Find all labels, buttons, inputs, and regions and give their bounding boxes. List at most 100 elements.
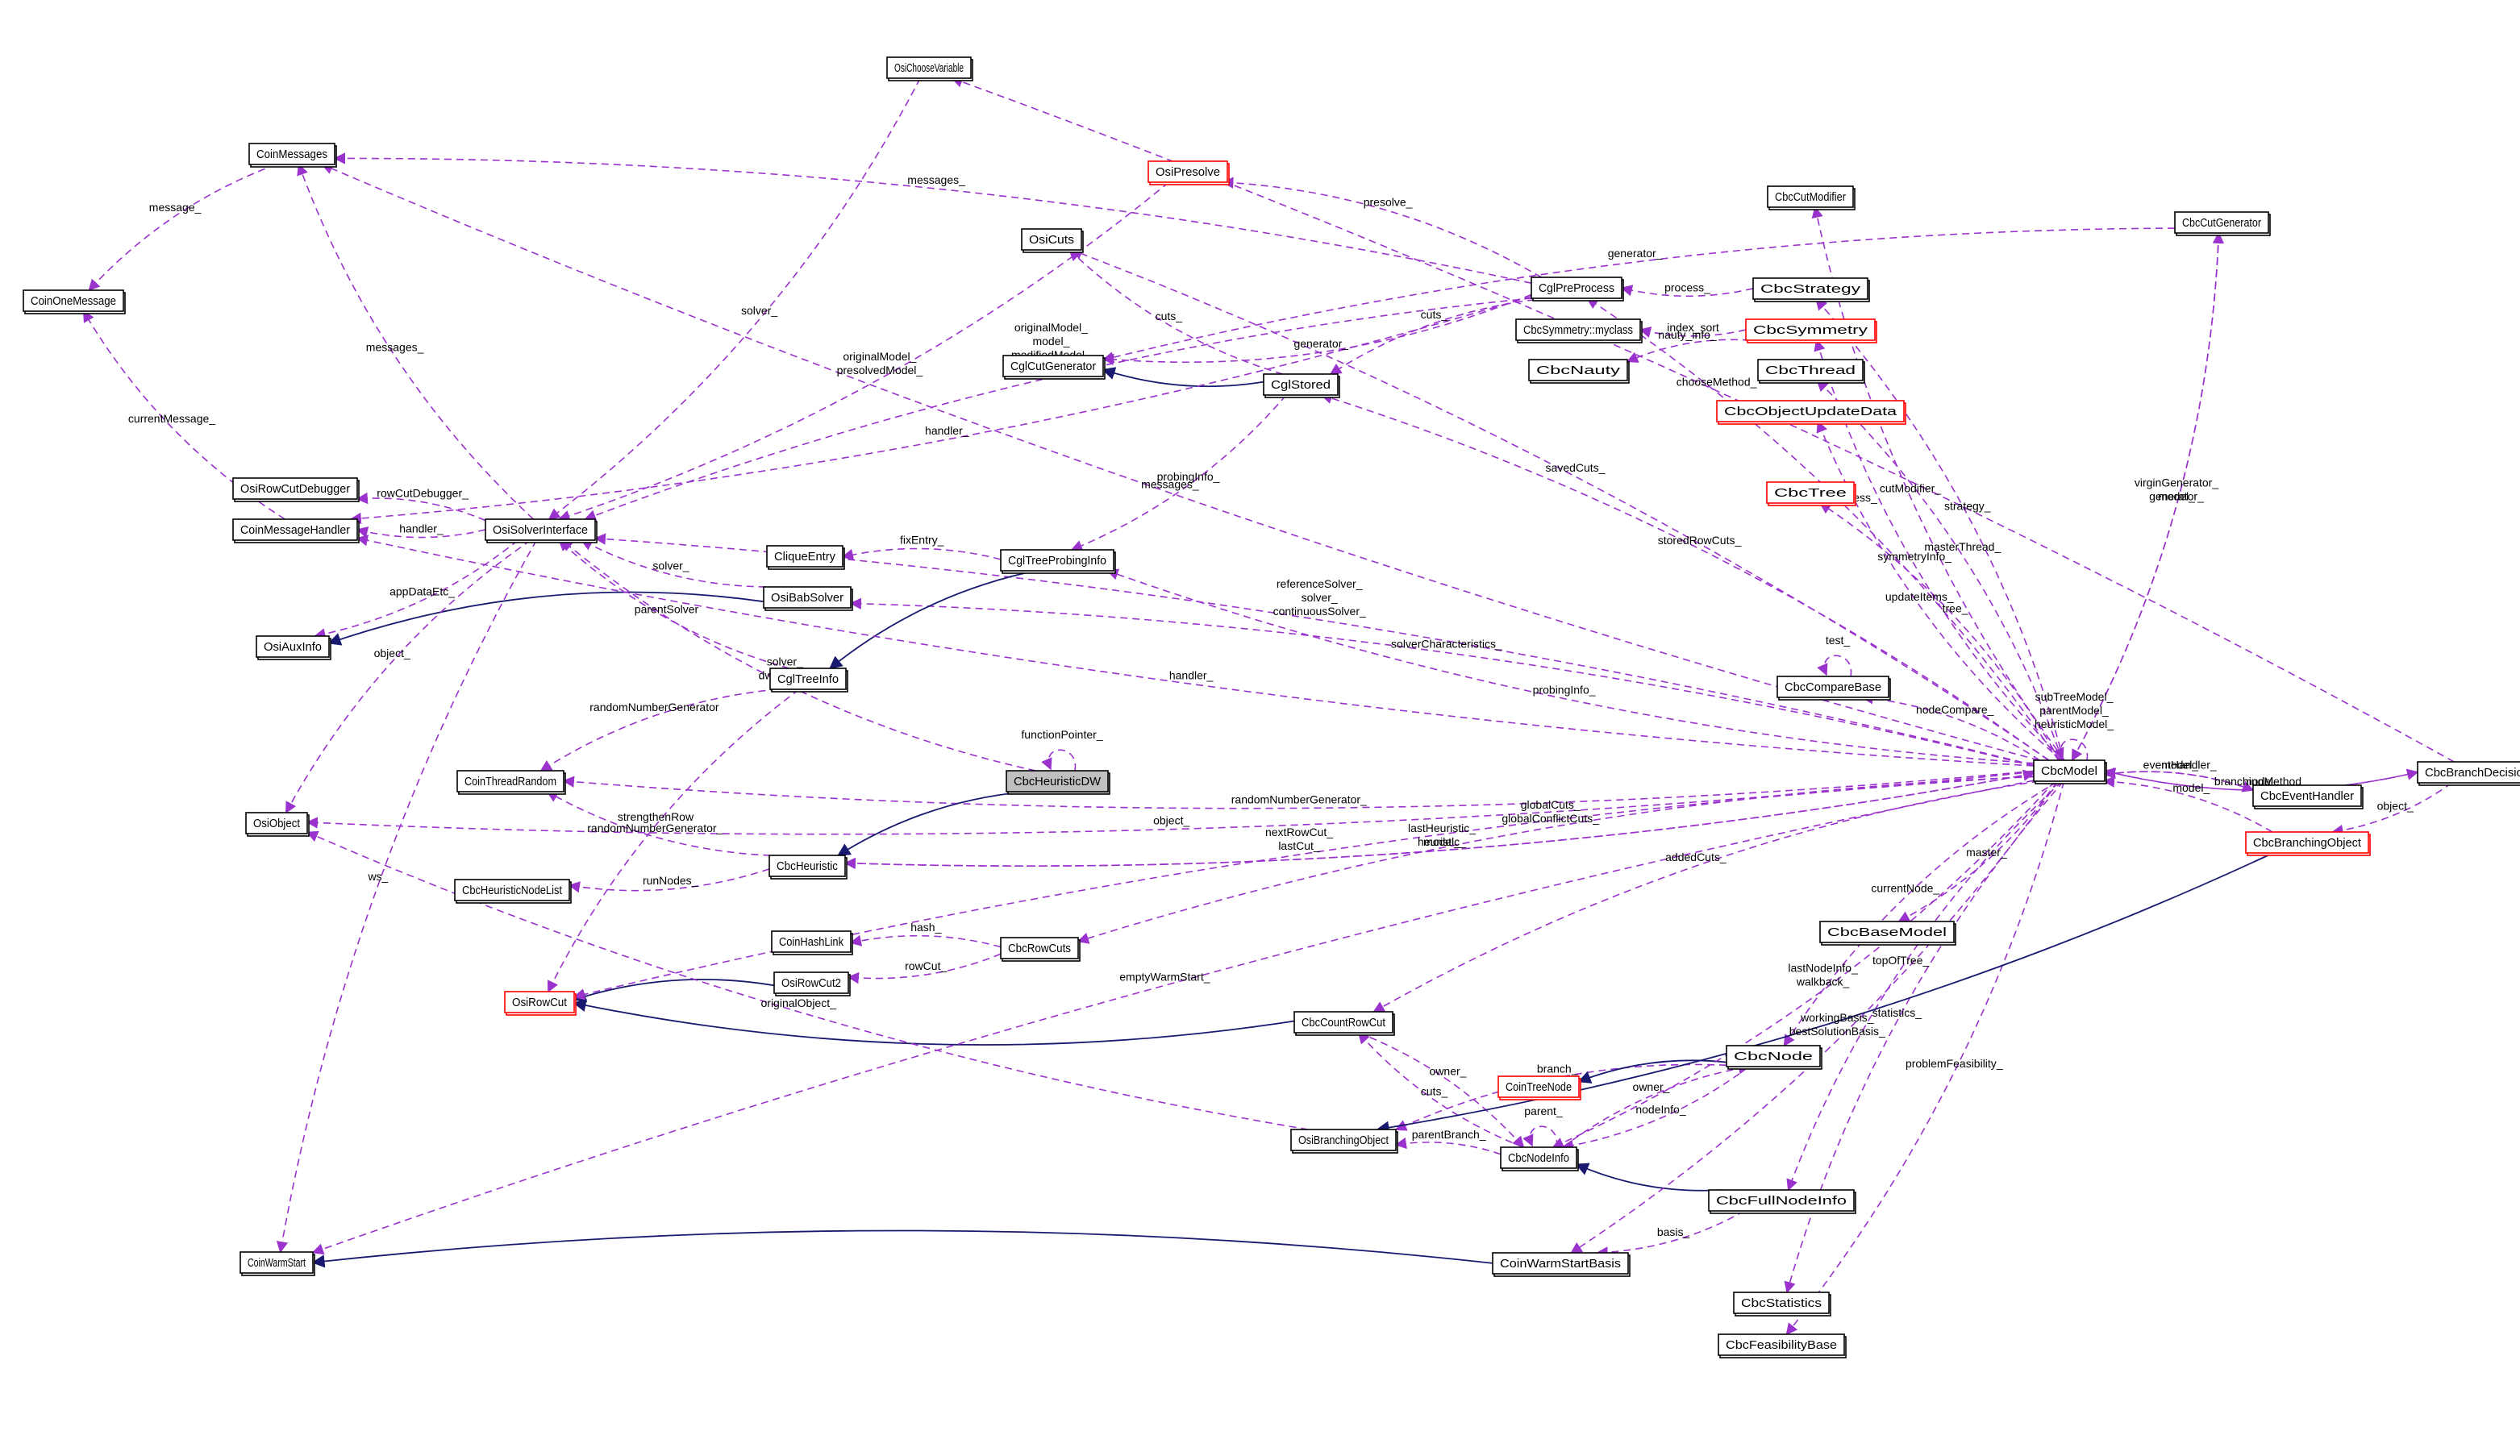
edge-label: eventHandler_ xyxy=(2143,758,2217,771)
edge-label: lastNodeInfo_ xyxy=(1788,961,1858,974)
class-node-OsiRowCut2[interactable]: OsiRowCut2 xyxy=(773,971,851,996)
edge-label: model_ xyxy=(1423,835,1460,848)
usage-edge-CbcModel-to-CoinWarmStart xyxy=(311,780,2035,1255)
usage-edge-OsiSolverInterface-to-OsiAuxInfo xyxy=(314,539,519,640)
class-node-CbcThread[interactable]: CbcThread xyxy=(1757,359,1865,384)
node-label: CbcEventHandler xyxy=(2260,789,2354,803)
class-node-CoinOneMessage[interactable]: CoinOneMessage xyxy=(23,289,126,314)
edge-label: parentBranch_ xyxy=(1412,1128,1486,1141)
class-node-CbcStatistics[interactable]: CbcStatistics xyxy=(1733,1292,1831,1317)
edge-label: cutModifier_ xyxy=(1880,481,1941,494)
edge-label: updateItems_ xyxy=(1885,590,1954,603)
class-node-CoinThreadRandom[interactable]: CoinThreadRandom xyxy=(456,770,566,795)
class-node-CbcTree[interactable]: CbcTree xyxy=(1766,481,1856,506)
inheritance-edge-CbcHeuristicDW-to-CbcHeuristic xyxy=(837,791,1027,856)
class-node-CbcEventHandler[interactable]: CbcEventHandler xyxy=(2252,784,2364,809)
class-node-CbcCutModifier[interactable]: CbcCutModifier xyxy=(1767,185,1856,210)
edge-label: model_ xyxy=(2161,758,2198,771)
class-node-CbcObjectUpdateData[interactable]: CbcObjectUpdateData xyxy=(1716,400,1906,425)
edge-label: functionPointer_ xyxy=(1021,728,1102,741)
node-box xyxy=(1263,373,1339,396)
class-node-CoinWarmStartBasis[interactable]: CoinWarmStartBasis xyxy=(1492,1252,1631,1277)
class-node-OsiSolverInterface[interactable]: OsiSolverInterface xyxy=(485,518,598,543)
node-label: CbcTree xyxy=(1774,486,1847,500)
inheritance-edge-CglStored-to-CglCutGenerator xyxy=(1102,367,1264,388)
class-node-CbcFullNodeInfo[interactable]: CbcFullNodeInfo xyxy=(1708,1189,1856,1214)
class-node-OsiPresolve[interactable]: OsiPresolve xyxy=(1148,160,1230,185)
class-node-CglTreeProbingInfo[interactable]: CglTreeProbingInfo xyxy=(1000,549,1116,574)
class-node-CglPreProcess[interactable]: CglPreProcess xyxy=(1531,277,1624,302)
class-node-CbcSymmetryMyclass[interactable]: CbcSymmetry::myclass xyxy=(1515,318,1643,343)
node-box xyxy=(768,855,846,877)
class-node-CbcSymmetry[interactable]: CbcSymmetry xyxy=(1745,318,1877,343)
usage-edge-OsiSolverInterface-to-OsiObject xyxy=(285,539,531,814)
edge-label: cuts_ xyxy=(1156,310,1183,322)
class-node-CglCutGenerator[interactable]: CglCutGenerator xyxy=(1002,355,1106,380)
class-node-CoinHashLink[interactable]: CoinHashLink xyxy=(771,930,853,955)
edge-label: currentMessage_ xyxy=(128,412,215,425)
class-node-CbcFeasibilityBase[interactable]: CbcFeasibilityBase xyxy=(1718,1333,1847,1358)
usage-edge-CbcModel-to-CoinThreadRandom xyxy=(562,770,2035,809)
class-node-CbcCountRowCut[interactable]: CbcCountRowCut xyxy=(1293,1011,1395,1036)
usage-edge-CbcRowCuts-to-OsiRowCut2 xyxy=(847,953,1002,984)
class-node-OsiBabSolver[interactable]: OsiBabSolver xyxy=(763,586,853,611)
node-box xyxy=(1776,676,1889,698)
usage-edge-CbcModel-to-CbcFeasibilityBase xyxy=(1785,780,2065,1336)
edge-label: process_ xyxy=(1664,281,1710,293)
usage-edge-CglPreProcess-to-CglStored xyxy=(1329,297,1547,375)
node-box xyxy=(1515,318,1641,341)
class-node-CbcCutGenerator[interactable]: CbcCutGenerator xyxy=(2174,211,2271,236)
class-node-CoinWarmStart[interactable]: CoinWarmStart xyxy=(240,1251,315,1276)
inheritance-edge-CglTreeProbingInfo-to-CglTreeInfo xyxy=(829,570,1035,670)
class-node-CoinMessages[interactable]: CoinMessages xyxy=(248,143,337,168)
class-node-CbcStrategy[interactable]: CbcStrategy xyxy=(1752,277,1870,302)
class-node-CbcNauty[interactable]: CbcNauty xyxy=(1528,359,1630,384)
class-node-CbcNode[interactable]: CbcNode xyxy=(1726,1045,1822,1070)
class-node-OsiAuxInfo[interactable]: OsiAuxInfo xyxy=(256,635,331,660)
node-box xyxy=(1757,359,1864,381)
edge-label: referenceSolver_ xyxy=(1277,577,1363,590)
class-node-CliqueEntry[interactable]: CliqueEntry xyxy=(766,545,845,570)
class-node-OsiCuts[interactable]: OsiCuts xyxy=(1021,228,1084,253)
edge-label: cuts_ xyxy=(1421,308,1448,321)
class-node-OsiRowCut[interactable]: OsiRowCut xyxy=(504,991,577,1016)
edge-label: appDataEtc_ xyxy=(389,585,455,598)
edge-label: originalModel_ xyxy=(1014,321,1088,334)
usage-edge-CbcHeuristic-to-CoinThreadRandom xyxy=(546,791,771,856)
class-node-CbcBaseModel[interactable]: CbcBaseModel xyxy=(1819,921,1956,946)
edge-label: cuts_ xyxy=(1421,1084,1448,1097)
node-box xyxy=(232,518,358,541)
class-node-OsiChooseVariable[interactable]: OsiChooseVariable xyxy=(886,56,973,81)
class-node-CbcHeuristic[interactable]: CbcHeuristic xyxy=(768,855,848,880)
edge-label: tree_ xyxy=(1943,602,1968,615)
node-box xyxy=(1500,1146,1577,1169)
node-box xyxy=(2245,831,2369,854)
class-node-OsiBranchingObject[interactable]: OsiBranchingObject xyxy=(1290,1129,1398,1154)
node-label: CglStored xyxy=(1271,378,1331,392)
class-node-CbcBranchingObject[interactable]: CbcBranchingObject xyxy=(2245,831,2371,856)
node-box xyxy=(1000,937,1079,959)
usage-edge-CbcSymmetry-to-CbcNauty xyxy=(1626,339,1751,363)
usage-edge-CbcNodeInfo-to-CbcNode xyxy=(1562,1063,1751,1148)
class-node-CglStored[interactable]: CglStored xyxy=(1263,373,1340,398)
class-node-CbcNodeInfo[interactable]: CbcNodeInfo xyxy=(1500,1146,1579,1171)
node-label: OsiRowCut2 xyxy=(781,976,841,990)
edge-label: masterThread_ xyxy=(1924,540,2001,553)
edge-label: rowCutDebugger_ xyxy=(377,487,469,500)
class-node-CbcBranchDecision[interactable]: CbcBranchDecision xyxy=(2417,761,2520,786)
class-node-CoinTreeNode[interactable]: CoinTreeNode xyxy=(1497,1075,1581,1100)
usage-edge-OsiChooseVariable-to-OsiSolverInterface xyxy=(548,77,921,520)
class-node-CbcRowCuts[interactable]: CbcRowCuts xyxy=(1000,937,1081,962)
class-node-OsiObject[interactable]: OsiObject xyxy=(245,812,310,837)
edge-label: heuristicModel_ xyxy=(2035,718,2114,730)
class-node-CbcCompareBase[interactable]: CbcCompareBase xyxy=(1776,676,1891,701)
class-node-CoinMessageHandler[interactable]: CoinMessageHandler xyxy=(232,518,360,543)
edge-label: randomNumberGenerator xyxy=(589,701,719,713)
usage-edge-CbcCountRowCut-to-CbcNodeInfo xyxy=(1358,1032,1525,1149)
class-node-CglTreeInfo[interactable]: CglTreeInfo xyxy=(769,668,848,693)
class-node-OsiRowCutDebugger[interactable]: OsiRowCutDebugger xyxy=(232,477,360,502)
node-box xyxy=(2252,784,2362,807)
edge-label: storedRowCuts_ xyxy=(1658,534,1742,547)
class-node-CbcHeuristicNodeList[interactable]: CbcHeuristicNodeList xyxy=(454,879,572,904)
class-node-CbcModel[interactable]: CbcModel xyxy=(2033,759,2107,784)
